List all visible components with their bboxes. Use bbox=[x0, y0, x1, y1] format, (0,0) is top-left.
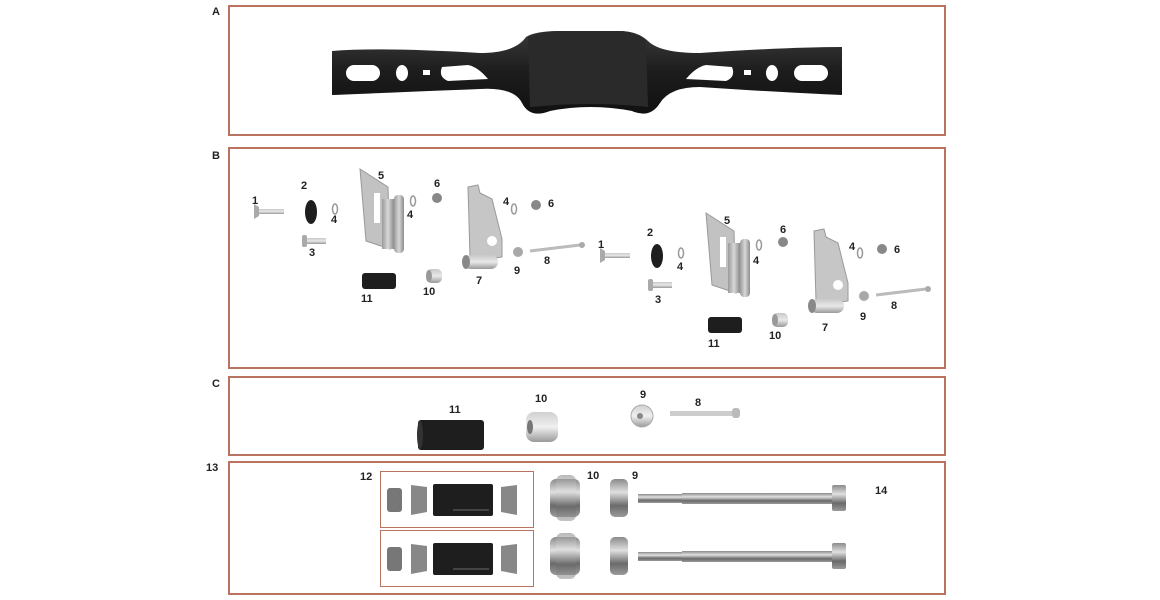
section-label-13: 13 bbox=[206, 462, 219, 474]
callout-2: 2 bbox=[301, 180, 308, 192]
callout-1: 1 bbox=[598, 239, 605, 251]
panel-b: 1 2 3 4 5 4 6 7 4 6 9 8 11 10 1 2 3 4 5 … bbox=[228, 147, 946, 369]
callout-8: 8 bbox=[891, 300, 898, 312]
callout-9: 9 bbox=[860, 311, 867, 323]
callout-9: 9 bbox=[632, 470, 639, 482]
callout-11: 11 bbox=[708, 338, 720, 350]
callout-7: 7 bbox=[822, 322, 829, 334]
crossbar-image bbox=[332, 31, 842, 114]
callout-11: 11 bbox=[449, 404, 461, 416]
callout-10: 10 bbox=[423, 286, 436, 298]
bushing-kit-image bbox=[387, 543, 517, 575]
section-label-c: C bbox=[212, 378, 220, 390]
exploded-view-b bbox=[252, 167, 933, 335]
callout-7: 7 bbox=[476, 275, 483, 287]
kit-box-bottom bbox=[380, 530, 534, 587]
callout-6: 6 bbox=[780, 224, 787, 236]
callout-4: 4 bbox=[407, 209, 414, 221]
kit-box-top bbox=[380, 471, 534, 528]
callout-12: 12 bbox=[360, 471, 373, 483]
callout-11: 11 bbox=[361, 293, 373, 305]
bushing-kit-image bbox=[387, 484, 517, 516]
callout-1: 1 bbox=[252, 195, 259, 207]
callout-6: 6 bbox=[434, 178, 441, 190]
callout-10: 10 bbox=[587, 470, 600, 482]
callout-9: 9 bbox=[514, 265, 521, 277]
callout-4: 4 bbox=[677, 261, 684, 273]
callout-3: 3 bbox=[309, 247, 316, 259]
callout-6: 6 bbox=[548, 198, 555, 210]
callout-9: 9 bbox=[640, 389, 647, 401]
callout-2: 2 bbox=[647, 227, 654, 239]
callout-3: 3 bbox=[655, 294, 662, 306]
callout-10: 10 bbox=[535, 393, 548, 405]
panel-c: 11 10 9 8 bbox=[228, 376, 946, 456]
callout-4: 4 bbox=[331, 214, 338, 226]
callout-4: 4 bbox=[849, 241, 856, 253]
callout-6: 6 bbox=[894, 244, 901, 256]
parts-view-c bbox=[417, 404, 740, 450]
callout-5: 5 bbox=[724, 215, 731, 227]
panel-a bbox=[228, 5, 946, 136]
callout-10: 10 bbox=[769, 330, 782, 342]
panel-13: 12 bbox=[228, 461, 946, 595]
callout-14: 14 bbox=[875, 485, 888, 497]
spacer-bolt-image bbox=[550, 475, 846, 579]
callout-8: 8 bbox=[544, 255, 551, 267]
callout-4: 4 bbox=[503, 196, 510, 208]
callout-4: 4 bbox=[753, 255, 760, 267]
section-label-b: B bbox=[212, 150, 220, 162]
section-label-a: A bbox=[212, 6, 220, 18]
callout-5: 5 bbox=[378, 170, 385, 182]
callout-8: 8 bbox=[695, 397, 702, 409]
